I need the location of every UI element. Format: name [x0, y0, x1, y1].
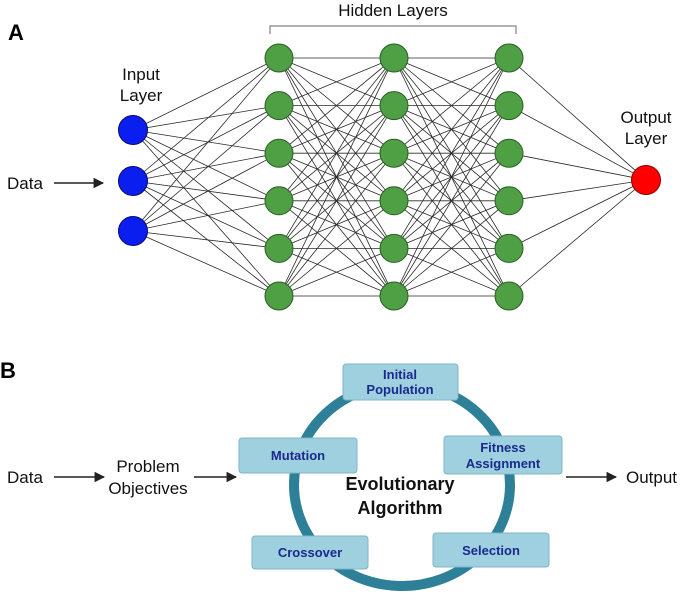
network-edges: [132, 57, 647, 297]
edge-hidden-2-5-to-hidden-3-3: [393, 200, 510, 297]
panel-b-output-label: Output: [626, 468, 677, 487]
edge-input-0-to-hidden-1-4: [132, 129, 280, 249]
edge-hidden-3-0-to-output-0: [508, 57, 647, 181]
panel-a-data-label: Data: [7, 174, 43, 193]
node-hidden-3-0: [494, 43, 524, 73]
node-hidden-1-2: [264, 138, 294, 168]
edge-input-2-to-hidden-1-0: [132, 57, 280, 232]
input-layer-label-line2: Layer: [120, 86, 163, 105]
problem-objectives-label-line2: Objectives: [108, 479, 187, 498]
edge-hidden-3-4-to-output-0: [508, 179, 647, 249]
edge-hidden-2-1-to-hidden-3-0: [393, 57, 510, 106]
hidden-layers-bracket: [269, 25, 517, 34]
node-hidden-1-3: [264, 186, 294, 216]
panel-a: A Hidden Layers Input Layer Output Layer…: [7, 1, 672, 311]
node-hidden-3-3: [494, 186, 524, 216]
edge-hidden-1-5-to-hidden-2-0: [278, 57, 395, 297]
stage-initial-population-line1: Initial: [383, 367, 417, 382]
hidden-layers-label: Hidden Layers: [338, 1, 448, 20]
edge-hidden-1-4-to-hidden-2-0: [278, 57, 395, 249]
problem-objectives-label-line1: Problem: [116, 457, 179, 476]
node-hidden-1-1: [264, 91, 294, 121]
edge-input-2-to-hidden-1-2: [132, 152, 280, 232]
edge-input-1-to-hidden-1-3: [132, 180, 280, 202]
edge-hidden-1-2-to-hidden-2-0: [278, 57, 395, 154]
output-layer-label-line1: Output: [620, 108, 671, 127]
node-hidden-3-4: [494, 233, 524, 263]
stage-fitness-assignment-line1: Fitness: [480, 440, 526, 455]
panel-b: B Evolutionary Algorithm Data Problem Ob…: [0, 358, 677, 591]
node-hidden-1-5: [264, 281, 294, 311]
edge-input-1-to-hidden-1-5: [132, 180, 280, 297]
edge-hidden-3-5-to-output-0: [508, 179, 647, 297]
stage-selection-line1: Selection: [462, 543, 520, 558]
node-hidden-2-5: [379, 281, 409, 311]
panel-b-letter: B: [0, 358, 16, 383]
edge-input-1-to-hidden-1-1: [132, 105, 280, 182]
edge-input-0-to-hidden-1-1: [132, 105, 280, 131]
node-hidden-3-1: [494, 91, 524, 121]
edge-hidden-2-2-to-hidden-3-0: [393, 57, 510, 154]
edge-input-0-to-hidden-1-2: [132, 129, 280, 154]
panel-b-data-label: Data: [7, 468, 43, 487]
edge-input-0-to-hidden-1-3: [132, 129, 280, 202]
edge-hidden-1-5-to-hidden-2-4: [278, 248, 395, 297]
edge-hidden-3-3-to-output-0: [508, 179, 647, 202]
input-layer-label-line1: Input: [122, 65, 160, 84]
node-hidden-2-1: [379, 91, 409, 121]
evolutionary-algorithm-label-line2: Algorithm: [358, 498, 443, 518]
edge-input-2-to-hidden-1-5: [132, 230, 280, 297]
node-hidden-3-5: [494, 281, 524, 311]
edge-hidden-2-5-to-hidden-3-2: [393, 152, 510, 297]
edge-hidden-1-5-to-hidden-2-3: [278, 200, 395, 297]
edge-input-2-to-hidden-1-1: [132, 105, 280, 232]
edge-hidden-2-5-to-hidden-3-1: [393, 105, 510, 297]
edge-hidden-2-3-to-hidden-3-0: [393, 57, 510, 202]
stage-initial-population: Initial Population: [342, 363, 459, 401]
node-hidden-2-2: [379, 138, 409, 168]
evolutionary-algorithm-label-line1: Evolutionary: [345, 474, 454, 494]
edge-input-1-to-hidden-1-2: [132, 152, 280, 182]
output-layer-label-line2: Layer: [625, 129, 668, 148]
edge-hidden-2-5-to-hidden-3-4: [393, 248, 510, 297]
node-input-0: [118, 115, 148, 145]
edge-hidden-1-3-to-hidden-2-0: [278, 57, 395, 202]
stage-fitness-assignment-line2: Assignment: [466, 456, 541, 471]
edge-input-2-to-hidden-1-4: [132, 230, 280, 249]
node-hidden-2-3: [379, 186, 409, 216]
edge-input-0-to-hidden-1-5: [132, 129, 280, 297]
node-hidden-2-0: [379, 43, 409, 73]
stage-mutation-line1: Mutation: [271, 448, 325, 463]
stage-crossover: Crossover: [251, 535, 369, 570]
stage-crossover-line1: Crossover: [278, 545, 342, 560]
edge-input-2-to-hidden-1-3: [132, 200, 280, 232]
edge-hidden-3-2-to-output-0: [508, 152, 647, 181]
stage-fitness-assignment: Fitness Assignment: [443, 435, 563, 475]
edge-input-0-to-hidden-1-0: [132, 57, 280, 131]
node-input-2: [118, 216, 148, 246]
edge-hidden-3-1-to-output-0: [508, 105, 647, 181]
stage-mutation: Mutation: [238, 437, 358, 474]
edge-hidden-1-1-to-hidden-2-0: [278, 57, 395, 106]
node-hidden-3-2: [494, 138, 524, 168]
network-nodes: [118, 43, 661, 311]
edge-input-1-to-hidden-1-0: [132, 57, 280, 182]
node-input-1: [118, 166, 148, 196]
panel-a-letter: A: [8, 20, 24, 45]
stage-initial-population-line2: Population: [366, 382, 433, 397]
edge-hidden-2-5-to-hidden-3-0: [393, 57, 510, 297]
edge-input-1-to-hidden-1-4: [132, 180, 280, 249]
edge-hidden-2-4-to-hidden-3-0: [393, 57, 510, 249]
node-hidden-1-0: [264, 43, 294, 73]
edge-hidden-1-5-to-hidden-2-1: [278, 105, 395, 297]
node-output-0: [631, 165, 661, 195]
stage-selection: Selection: [432, 532, 550, 568]
edge-hidden-1-5-to-hidden-2-2: [278, 152, 395, 297]
node-hidden-1-4: [264, 233, 294, 263]
node-hidden-2-4: [379, 233, 409, 263]
